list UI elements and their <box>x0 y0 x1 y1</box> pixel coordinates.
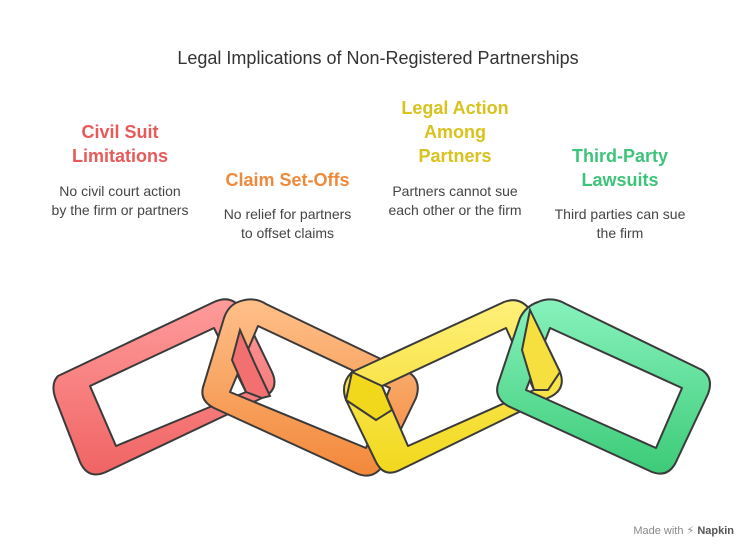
item-heading: Civil Suit Limitations <box>71 122 168 166</box>
footer-prefix: Made with <box>633 525 684 537</box>
item-description: No civil court action by the firm or par… <box>51 183 189 218</box>
item-third-party: Third-Party Lawsuits Third parties can s… <box>540 144 700 243</box>
chain-overlap-yellow-over-green <box>520 306 562 391</box>
chain-overlap-red-over-orange <box>230 326 272 400</box>
item-legal-action: Legal Action Among Partners Partners can… <box>375 96 535 220</box>
made-with-napkin: Made with ⚡ Napkin <box>633 524 734 537</box>
item-heading: Claim Set-Offs <box>225 170 350 190</box>
item-description: No relief for partners to offset claims <box>223 206 352 241</box>
item-claim-set-offs: Claim Set-Offs No relief for partners to… <box>205 168 370 243</box>
item-heading: Third-Party Lawsuits <box>571 146 668 190</box>
item-civil-suit: Civil Suit Limitations No civil court ac… <box>40 120 200 220</box>
item-heading: Legal Action Among Partners <box>401 98 509 166</box>
napkin-logo-icon: ⚡ <box>686 525 695 537</box>
item-description: Third parties can sue the firm <box>554 206 686 241</box>
footer-brand: Napkin <box>697 525 734 537</box>
chain-overlap-yellow-over-orange <box>344 370 394 422</box>
diagram-title: Legal Implications of Non-Registered Par… <box>177 48 579 68</box>
item-description: Partners cannot sue each other or the fi… <box>388 183 522 218</box>
